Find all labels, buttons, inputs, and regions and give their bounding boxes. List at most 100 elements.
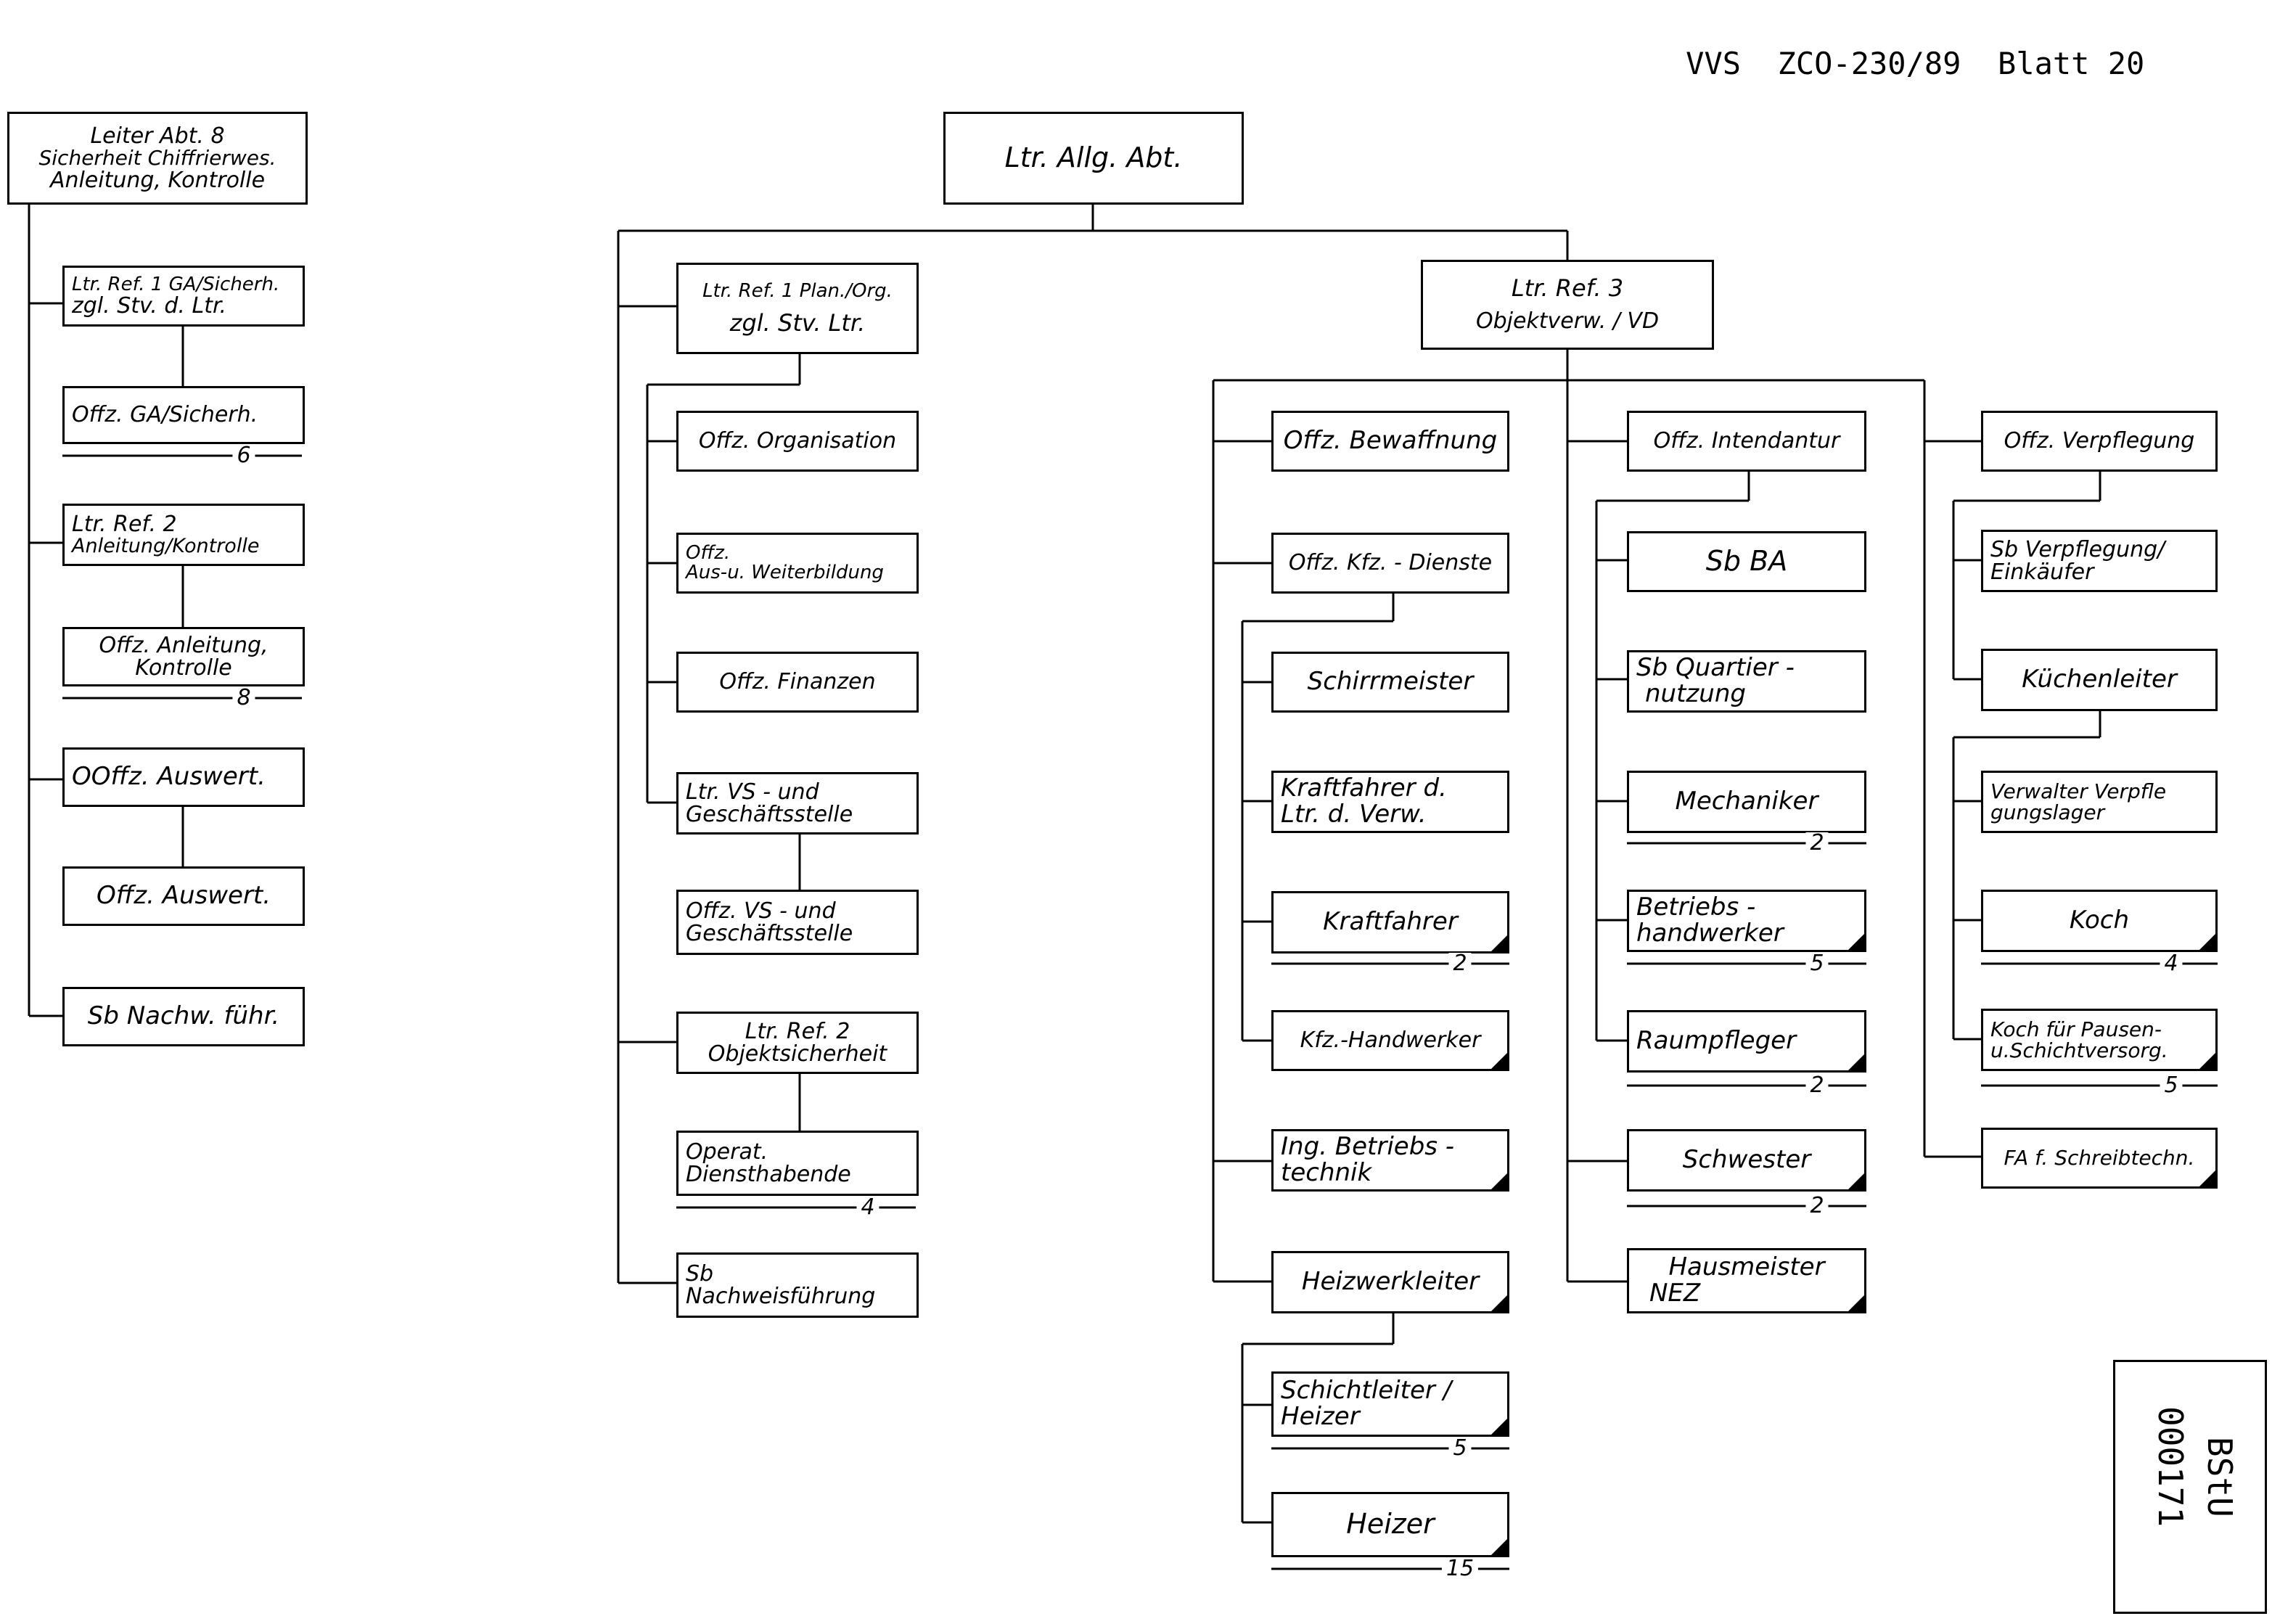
box-offz-ga-sicherh: Offz. GA/Sicherh. <box>62 386 305 444</box>
box-line: Raumpfleger <box>1636 1026 1797 1056</box>
box-line: Schirrmeister <box>1307 667 1474 697</box>
box-kuechenleiter: Küchenleiter <box>1981 649 2218 711</box>
box-line: Ltr. Allg. Abt. <box>1004 142 1183 174</box>
box-offz-bewaffnung: Offz. Bewaffnung <box>1271 411 1509 472</box>
staff-count: 5 <box>1805 953 1829 975</box>
box-offz-finanzen: Offz. Finanzen <box>676 652 919 713</box>
box-ooffz-auswert: OOffz. Auswert. <box>62 747 305 807</box>
box-mechaniker: Mechaniker <box>1627 771 1866 833</box>
box-offz-intendantur: Offz. Intendantur <box>1627 411 1866 472</box>
box-offz-kfz-dienste: Offz. Kfz. - Dienste <box>1271 533 1509 594</box>
box-betriebshandwerker: Betriebs - handwerker <box>1627 890 1866 952</box>
sheet-number: Blatt 20 <box>1998 46 2145 81</box>
box-kraftfahrer-ltr: Kraftfahrer d. Ltr. d. Verw. <box>1271 771 1509 833</box>
box-line: Ltr. Ref. 1 Plan./Org. <box>702 279 893 302</box>
box-line: Betriebs - <box>1636 893 1756 922</box>
stamp-label: BStU <box>2200 1437 2239 1517</box>
box-line: Kontrolle <box>135 655 232 681</box>
box-line: Ltr. VS - und <box>686 779 819 805</box>
box-line: Objektverw. / VD <box>1475 308 1660 335</box>
box-koch: Koch <box>1981 890 2218 952</box>
box-line: Offz. Anleitung, <box>99 632 268 658</box>
box-verwalter-verpflegungslager: Verwalter Verpfle gungslager <box>1981 771 2218 833</box>
box-koch-pausenversorgung: Koch für Pausen- u.Schichtversorg. <box>1981 1009 2218 1071</box>
box-sb-nachweisfuehrung: Sb Nachweisführung <box>676 1252 919 1318</box>
box-line: Objektsicherheit <box>708 1041 887 1067</box>
box-line: Schichtleiter / <box>1281 1376 1452 1406</box>
box-line: Offz. Organisation <box>698 428 897 454</box>
box-line: Offz. VS - und <box>686 898 836 924</box>
archive-stamp <box>2113 1360 2267 1614</box>
box-line: Hausmeister <box>1668 1252 1825 1282</box>
box-offz-auswert: Offz. Auswert. <box>62 866 305 926</box>
box-line: handwerker <box>1636 919 1784 948</box>
box-line: Ltr. Ref. 2 <box>72 512 177 538</box>
box-offz-ausbildung: Offz. Aus-u. Weiterbildung <box>676 533 919 594</box>
document-reference: VVS ZCO-230/89 Blatt 20 <box>1612 10 2144 117</box>
box-line: Offz. Auswert. <box>96 881 271 911</box>
box-ltr-ref-3-objektverw: Ltr. Ref. 3 Objektverw. / VD <box>1421 260 1714 350</box>
box-line: Heizer <box>1346 1508 1435 1541</box>
box-kraftfahrer: Kraftfahrer <box>1271 891 1509 954</box>
box-hausmeister-nez: Hausmeister NEZ <box>1627 1248 1866 1313</box>
box-leiter-abt-8: Leiter Abt. 8 Sicherheit Chiffrierwes. A… <box>7 112 308 205</box>
box-line: Ltr. Ref. 2 <box>745 1018 850 1044</box>
box-line: Sb <box>686 1260 714 1287</box>
box-ing-betriebstechnik: Ing. Betriebs - technik <box>1271 1129 1509 1192</box>
box-line: Koch für Pausen- <box>1990 1017 2162 1041</box>
box-line: Einkäufer <box>1990 559 2094 585</box>
box-line: Heizer <box>1281 1402 1360 1431</box>
box-ltr-ref-1-plan: Ltr. Ref. 1 Plan./Org. zgl. Stv. Ltr. <box>676 263 919 354</box>
box-sb-ba: Sb BA <box>1627 531 1866 592</box>
box-line: Sicherheit Chiffrierwes. <box>38 146 276 171</box>
box-line: Offz. Verpflegung <box>2004 428 2195 454</box>
box-offz-organisation: Offz. Organisation <box>676 411 919 472</box>
box-ltr-ref-1-ga: Ltr. Ref. 1 GA/Sicherh. zgl. Stv. d. Ltr… <box>62 266 305 327</box>
staff-count: 2 <box>1805 832 1829 854</box>
box-heizer: Heizer <box>1271 1492 1509 1557</box>
box-line: OOffz. Auswert. <box>72 762 266 792</box>
box-line: technik <box>1281 1158 1372 1187</box>
box-offz-vs-geschaeftsstelle: Offz. VS - und Geschäftsstelle <box>676 890 919 955</box>
box-line: Aus-u. Weiterbildung <box>686 562 884 583</box>
box-schwester: Schwester <box>1627 1129 1866 1192</box>
box-line: Offz. Finanzen <box>719 669 876 695</box>
box-line: FA f. Schreibtechn. <box>2004 1146 2195 1170</box>
box-fa-schreibtechnik: FA f. Schreibtechn. <box>1981 1128 2218 1189</box>
box-line: Geschäftsstelle <box>686 921 853 946</box>
staff-count: 5 <box>1448 1438 1472 1459</box>
box-line: Kfz.-Handwerker <box>1300 1028 1481 1054</box>
box-sb-quartiernutzung: Sb Quartier - nutzung <box>1627 650 1866 713</box>
box-schichtleiter-heizer: Schichtleiter / Heizer <box>1271 1371 1509 1437</box>
box-line: gungslager <box>1990 800 2105 824</box>
box-ltr-vs-geschaeftsstelle: Ltr. VS - und Geschäftsstelle <box>676 772 919 834</box>
box-line: Anleitung/Kontrolle <box>72 534 260 557</box>
box-line: Ltr. d. Verw. <box>1281 800 1427 829</box>
box-ltr-allg-abt: Ltr. Allg. Abt. <box>943 112 1244 205</box>
box-line: Ltr. Ref. 3 <box>1511 274 1624 303</box>
box-line: nutzung <box>1645 679 1746 708</box>
box-line: Geschäftsstelle <box>686 802 853 827</box>
box-line: Koch <box>2069 906 2130 935</box>
staff-count: 2 <box>1805 1195 1829 1217</box>
document-number: VVS ZCO-230/89 <box>1686 46 1961 81</box>
box-offz-verpflegung: Offz. Verpflegung <box>1981 411 2218 472</box>
box-line: Nachweisführung <box>686 1284 876 1309</box>
box-operat-diensthabende: Operat. Diensthabende <box>676 1131 919 1196</box>
box-line: Sb Verpflegung/ <box>1990 536 2165 562</box>
box-line: Leiter Abt. 8 <box>90 123 225 149</box>
box-line: Verwalter Verpfle <box>1990 779 2167 803</box>
box-line: Offz. GA/Sicherh. <box>72 402 258 428</box>
box-line: Schwester <box>1682 1145 1811 1175</box>
box-line: Kraftfahrer <box>1323 907 1458 937</box>
box-line: Sb Quartier - <box>1636 653 1795 683</box>
box-sb-nachw-fuehr: Sb Nachw. führ. <box>62 987 305 1046</box>
box-line: Heizwerkleiter <box>1301 1267 1480 1297</box>
box-ltr-ref-2-anleitung: Ltr. Ref. 2 Anleitung/Kontrolle <box>62 504 305 566</box>
box-line: Ing. Betriebs - <box>1281 1132 1455 1162</box>
box-line: u.Schichtversorg. <box>1990 1038 2168 1062</box>
staff-count: 2 <box>1805 1075 1829 1096</box>
staff-count: 4 <box>856 1197 879 1218</box>
